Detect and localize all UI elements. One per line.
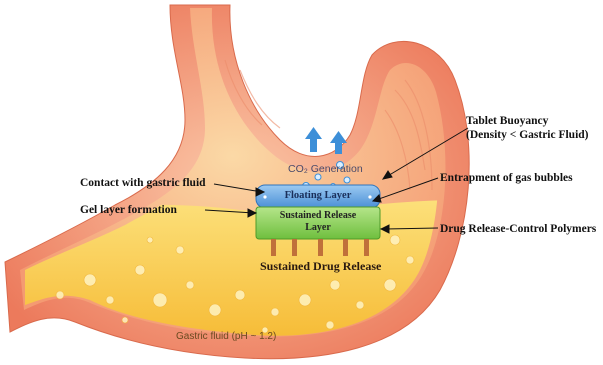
entrapment-gas-bubbles-label: Entrapment of gas bubbles	[440, 171, 573, 185]
contact-gastric-fluid-label: Contact with gastric fluid	[80, 176, 206, 190]
floating-layer-label: Floating Layer	[256, 190, 380, 201]
co2-generation-label: CO₂ Generation	[288, 163, 363, 175]
sustained-layer-label-line2: Layer	[256, 222, 380, 233]
co2-arrow-left	[305, 127, 322, 152]
tablet-buoyancy-label-line1: Tablet Buoyancy	[466, 114, 548, 128]
sustained-drug-release-label: Sustained Drug Release	[260, 259, 381, 273]
gastric-fluid-label: Gastric fluid (pH ~ 1.2)	[176, 331, 276, 342]
sustained-layer-label-line1: Sustained Release	[256, 210, 380, 221]
gel-layer-formation-label: Gel layer formation	[80, 203, 177, 217]
drug-release-control-polymers-label: Drug Release-Control Polymers	[440, 222, 596, 236]
tablet-buoyancy-label-line2: (Density < Gastric Fluid)	[466, 128, 589, 142]
